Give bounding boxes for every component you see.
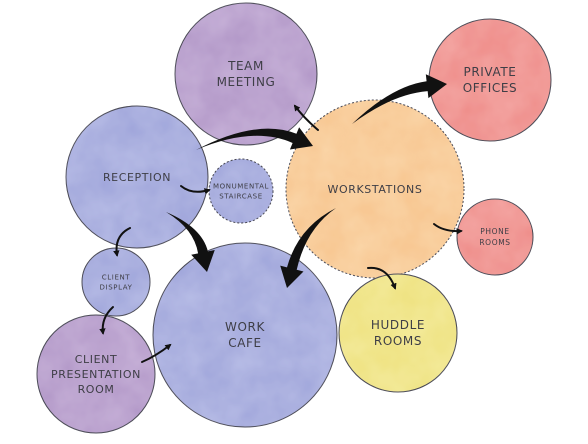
label-line: CLIENT <box>102 273 131 281</box>
arrow-client-presentation-room-to-work-cafe <box>141 343 172 363</box>
arrow-reception-to-client-display <box>113 227 131 257</box>
label-workstations: WORKSTATIONS <box>328 183 423 196</box>
label-phone-rooms: PHONE ROOMS <box>479 227 510 247</box>
label-line: CAFE <box>228 336 261 350</box>
arrow-reception-to-monumental-staircase <box>180 185 211 195</box>
bubble-client-display <box>81 247 151 317</box>
label-line: MEETING <box>217 75 276 89</box>
bubble-private-offices <box>428 18 552 142</box>
label-line: WORKSTATIONS <box>328 183 423 196</box>
label-huddle-rooms: HUDDLE ROOMS <box>371 318 425 348</box>
label-line: ROOM <box>78 383 115 396</box>
arrow-workstations-to-work-cafe <box>280 208 336 288</box>
bubble-work-cafe <box>152 242 338 428</box>
label-line: MONUMENTAL <box>213 182 269 190</box>
label-work-cafe: WORK CAFE <box>225 320 265 350</box>
label-line: STAIRCASE <box>219 192 263 200</box>
bubble-monumental-staircase <box>208 158 274 224</box>
arrow-workstations-to-huddle-rooms <box>367 266 397 290</box>
bubble-workstations <box>285 99 465 279</box>
label-line: WORK <box>225 320 265 334</box>
label-line: OFFICES <box>463 81 518 95</box>
label-reception: RECEPTION <box>103 171 171 184</box>
label-line: HUDDLE <box>371 318 425 332</box>
bubble-reception <box>65 105 209 249</box>
label-line: RECEPTION <box>103 171 171 184</box>
arrow-workstations-to-phone-rooms <box>433 223 463 235</box>
label-line: PHONE <box>480 227 509 236</box>
arrow-reception-to-work-cafe <box>166 212 215 272</box>
label-line: PRESENTATION <box>51 368 141 381</box>
label-team-meeting: TEAM MEETING <box>217 59 276 89</box>
label-line: ROOMS <box>374 334 422 348</box>
bubble-huddle-rooms <box>338 273 458 393</box>
label-line: ROOMS <box>479 238 510 247</box>
label-line: PRIVATE <box>464 65 517 79</box>
label-private-offices: PRIVATE OFFICES <box>463 65 518 95</box>
arrow-client-display-to-client-presentation-room <box>99 306 114 335</box>
arrow-workstations-to-private-offices <box>352 74 447 124</box>
bubble-phone-rooms <box>456 198 534 276</box>
label-monumental-staircase: MONUMENTAL STAIRCASE <box>213 182 269 200</box>
bubble-team-meeting <box>174 2 318 146</box>
label-line: TEAM <box>227 59 264 73</box>
label-client-display: CLIENT DISPLAY <box>100 273 133 291</box>
label-line: CLIENT <box>75 353 118 366</box>
label-client-presentation-room: CLIENT PRESENTATION ROOM <box>51 353 141 396</box>
arrow-workstations-to-team-meeting <box>293 104 319 131</box>
label-line: DISPLAY <box>100 283 133 291</box>
bubble-client-presentation-room <box>36 314 156 434</box>
arrow-reception-to-workstations <box>196 127 313 150</box>
